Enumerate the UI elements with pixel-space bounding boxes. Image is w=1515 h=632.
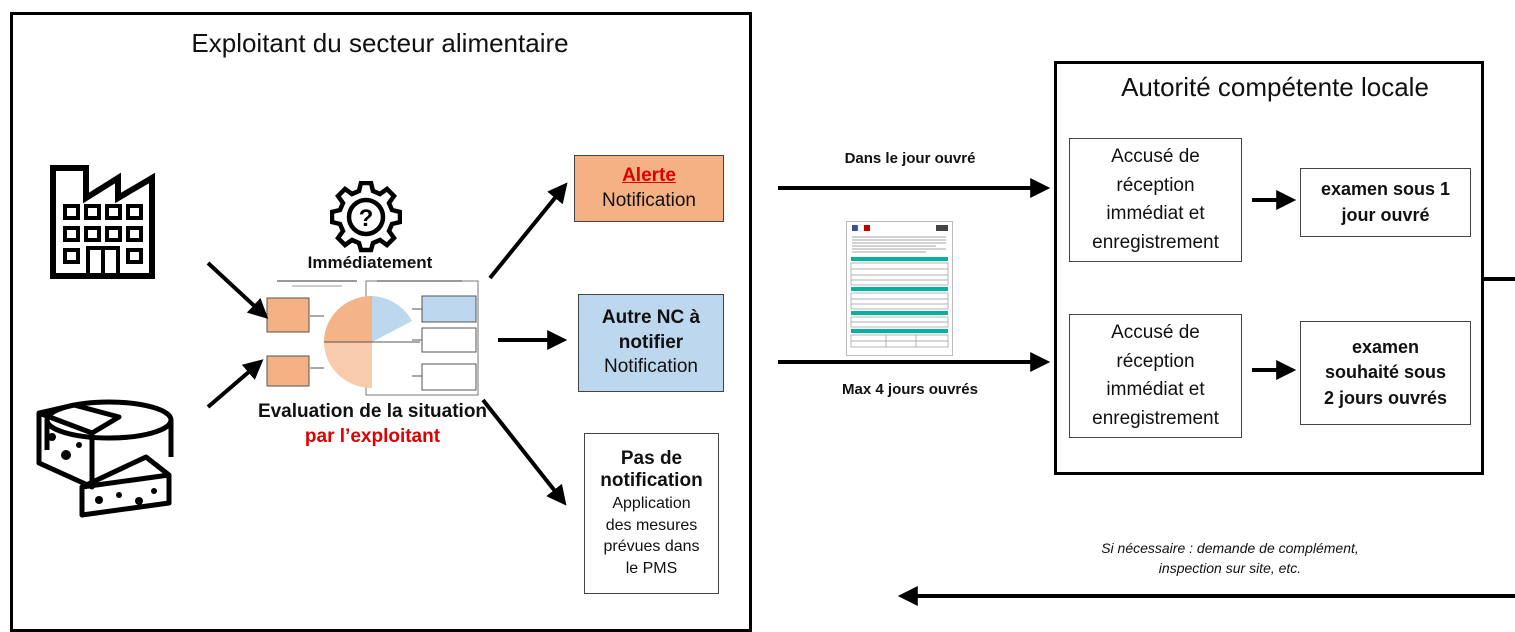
receipt-2-line: Accusé de [1111,322,1200,343]
no-notification-desc-1: des mesures [605,516,698,534]
same-day-label: Dans le jour ouvré [844,150,976,167]
receipt-1-line: Accusé de [1111,146,1200,167]
authority-frame [1054,61,1484,475]
operator-title: Exploitant du secteur alimentaire [191,28,569,58]
no-notification-desc-2: prévues dans [603,538,700,556]
max-days-label: Max 4 jours ouvrés [842,381,978,398]
alert-subtitle: Notification [602,189,696,211]
arrow-to-no-notification [481,398,567,506]
exam-2-line: 2 jours ouvrés [1323,387,1448,408]
receipt-2-line: enregistrement [1092,407,1219,429]
return-note-line2: inspection sur site, etc. [1158,560,1302,577]
no-notification-title-line1: Pas de [620,447,683,469]
receipt-box-1: Accusé de réception immédiat et enregist… [1069,138,1242,262]
other-nc-box: Autre NC à notifier Notification [578,294,724,392]
receipt-1-line: enregistrement [1092,231,1219,253]
timing-label: Immédiatement [307,253,433,272]
exam-2-line: examen [1351,337,1420,358]
exam-box-2: examen souhaité sous 2 jours ouvrés [1300,321,1471,425]
exam-box-1: examen sous 1 jour ouvré [1300,168,1471,237]
no-notification-box: Pas de notification Application des mesu… [584,433,719,594]
no-notification-title-line2: notification [600,470,703,492]
receipt-box-2: Accusé de réception immédiat et enregist… [1069,314,1242,438]
exam-1-line: jour ouvré [1341,204,1430,225]
gear-question-icon: ? [330,181,402,253]
evaluation-label: Evaluation de la situation par l’exploit… [240,400,505,449]
decision-chart-thumbnail [262,276,482,398]
factory-icon [50,165,155,279]
receipt-2-line: réception [1116,350,1195,372]
alert-title: Alerte [622,164,676,186]
authority-title: Autorité compétente locale [1121,72,1429,102]
exam-1-line: examen sous 1 [1320,179,1451,200]
svg-text:?: ? [359,205,374,232]
exam-2-line: souhaité sous [1324,362,1447,383]
return-note: Si nécessaire : demande de complément, i… [1040,538,1420,579]
alert-box: Alerte Notification [574,155,724,222]
no-notification-desc-3: le PMS [625,559,678,577]
arrow-cheese-to-eval [206,359,264,409]
no-notification-desc-0: Application [612,495,691,513]
receipt-1-line: immédiat et [1106,203,1205,224]
return-note-line1: Si nécessaire : demande de complément, [1101,540,1359,556]
other-nc-subtitle: Notification [604,356,698,378]
evaluation-line1: Evaluation de la situation [257,401,488,422]
other-nc-title-line1: Autre NC à [601,306,701,328]
receipt-1-line: réception [1116,174,1195,196]
receipt-2-line: immédiat et [1106,379,1205,400]
cheese-icon [36,399,174,518]
arrow-to-alert [488,182,568,280]
notification-form-thumbnail [846,221,953,356]
other-nc-title-line2: notifier [618,331,684,353]
evaluation-line2: par l’exploitant [304,425,441,447]
arrow-factory-to-eval [206,261,269,319]
